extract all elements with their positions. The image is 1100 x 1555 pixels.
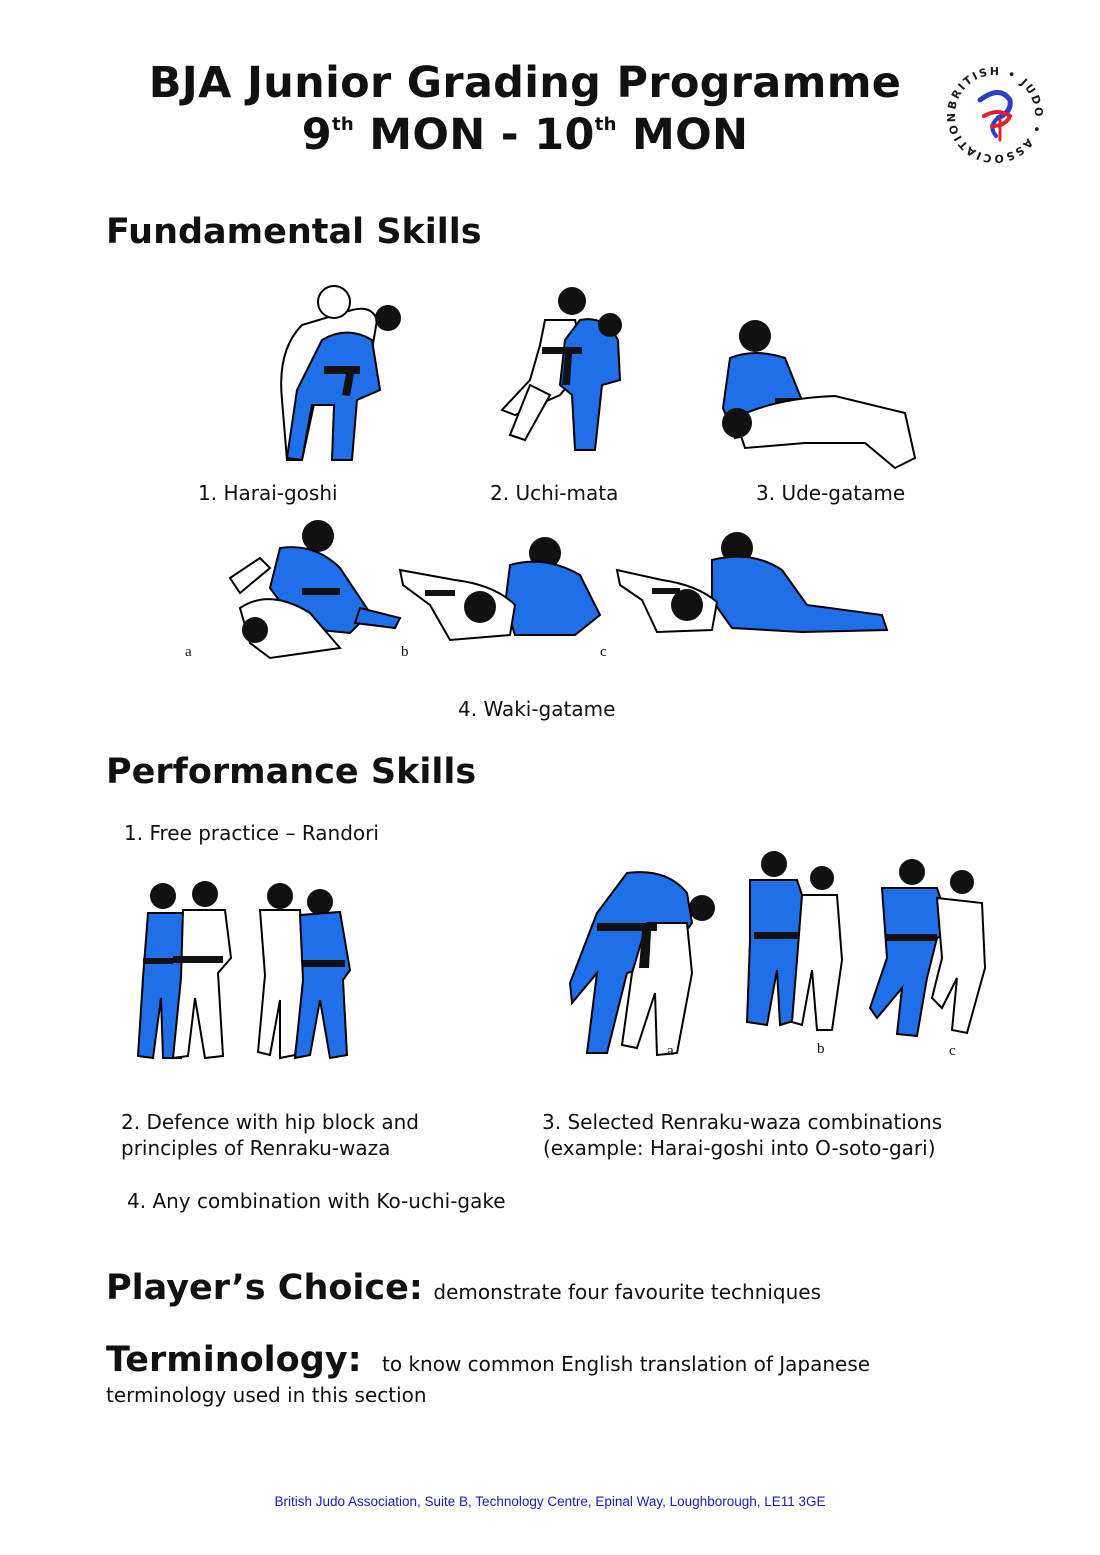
bja-logo: BRITISH • JUDO • ASSOCIATION • [935, 50, 1050, 170]
caption-waki-gatame: 4. Waki-gatame [458, 697, 616, 721]
waki-gatame-figure-b [395, 535, 610, 645]
combo-figure-b [742, 850, 852, 1035]
terminology-text-line1: to know common English translation of Ja… [382, 1352, 871, 1376]
terminology-text-line2: terminology used in this section [106, 1383, 427, 1407]
performance-item-1: 1. Free practice – Randori [124, 821, 379, 845]
caption-uchi-mata: 2. Uchi-mata [490, 481, 619, 505]
combo-step-a: a [667, 1043, 674, 1059]
armlock-figure-icon [615, 532, 889, 634]
page-title: BJA Junior Grading Programme [148, 58, 902, 108]
players-choice-heading: Player’s Choice: [106, 1268, 423, 1308]
armlock-figure-icon [398, 537, 602, 642]
combo-step-b: b [817, 1041, 825, 1057]
bja-logo-icon: BRITISH • JUDO • ASSOCIATION • [935, 50, 1043, 165]
throw-figure-icon [280, 285, 401, 462]
throw-figure-icon [745, 851, 844, 1031]
randori-figure-1 [133, 878, 238, 1068]
performance-item-3-line2: (example: Harai-goshi into O-soto-gari) [543, 1136, 936, 1160]
players-choice-text: demonstrate four favourite techniques [433, 1280, 822, 1304]
throw-figure-icon [500, 287, 622, 451]
caption-harai-goshi: 1. Harai-goshi [198, 481, 338, 505]
combo-step-c: c [949, 1043, 956, 1059]
footer-address: British Judo Association, Suite B, Techn… [274, 1494, 826, 1509]
performance-heading: Performance Skills [106, 752, 477, 792]
randori-figure-icon [256, 883, 352, 1060]
waki-step-c: c [600, 644, 607, 660]
waki-step-b: b [401, 644, 409, 660]
ude-gatame-figure [715, 318, 925, 478]
terminology: Terminology: to know common English tran… [106, 1340, 870, 1380]
fundamental-heading: Fundamental Skills [106, 212, 482, 252]
terminology-heading: Terminology: [106, 1340, 362, 1380]
waki-step-a: a [185, 644, 192, 660]
combo-figure-a [567, 863, 717, 1063]
page-subtitle: 9th MON - 10th MON [301, 110, 749, 160]
randori-figure-2 [255, 880, 355, 1065]
uchi-mata-figure [490, 285, 635, 460]
players-choice: Player’s Choice: demonstrate four favour… [106, 1268, 821, 1308]
waki-gatame-figure-c [612, 530, 892, 640]
performance-item-2-line2: principles of Renraku-waza [121, 1136, 391, 1160]
performance-item-4: 4. Any combination with Ko-uchi-gake [127, 1189, 506, 1213]
harai-goshi-figure [262, 280, 412, 470]
waki-gatame-figure-a [210, 518, 410, 663]
performance-item-3-line1: 3. Selected Renraku-waza combinations [542, 1110, 943, 1134]
armlock-figure-icon [721, 320, 917, 470]
caption-ude-gatame: 3. Ude-gatame [756, 481, 906, 505]
throw-figure-icon [568, 871, 715, 1057]
armlock-figure-icon [228, 520, 402, 660]
performance-item-2-line1: 2. Defence with hip block and [121, 1110, 419, 1134]
randori-figure-icon [136, 881, 233, 1060]
throw-figure-icon [868, 859, 987, 1038]
combo-figure-c [867, 858, 992, 1043]
